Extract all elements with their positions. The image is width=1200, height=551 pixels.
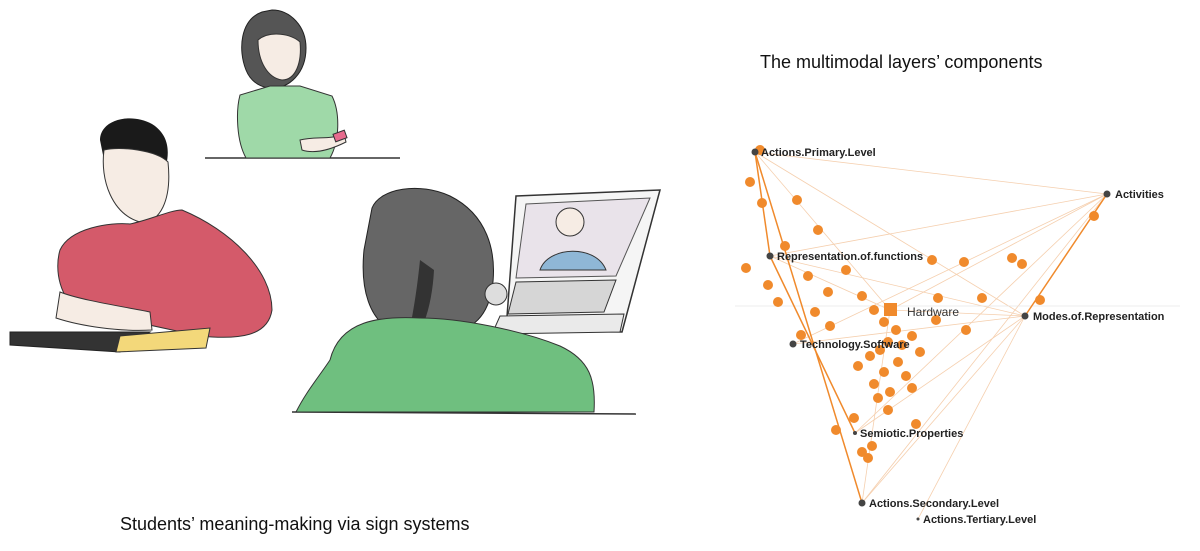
boy-with-tablet-illustration: [9, 118, 273, 353]
network-node-technology-software: Technology.Software: [789, 339, 910, 351]
node-label-actions-tertiary: Actions.Tertiary.Level: [923, 514, 1036, 526]
network-title: The multimodal layers’ components: [760, 52, 1043, 72]
girl-with-phone-illustration: [205, 9, 400, 159]
network-node-semiotic-properties: Semiotic.Properties: [853, 428, 963, 440]
network-node-modes-representation: Modes.of.Representation: [1021, 311, 1165, 323]
node-label-actions-secondary: Actions.Secondary.Level: [869, 498, 999, 510]
network-diagram: Hardware Actions.Primary.Level Activitie…: [735, 145, 1180, 526]
illustration-caption: Students’ meaning-making via sign system…: [120, 514, 470, 534]
node-label-representation-functions: Representation.of.functions: [777, 251, 923, 263]
network-node-activities: Activities: [1103, 189, 1164, 201]
network-node-actions-primary: Actions.Primary.Level: [751, 147, 876, 159]
network-background-edges: [735, 151, 1180, 520]
network-center-label: Hardware: [907, 305, 959, 319]
network-node-representation-functions: Representation.of.functions: [766, 251, 923, 263]
node-label-actions-primary: Actions.Primary.Level: [761, 147, 876, 159]
node-label-semiotic-properties: Semiotic.Properties: [860, 428, 963, 440]
network-node-actions-tertiary: Actions.Tertiary.Level: [916, 514, 1036, 526]
network-data-points: [741, 145, 1099, 463]
node-label-modes-representation: Modes.of.Representation: [1033, 311, 1165, 323]
node-label-activities: Activities: [1115, 189, 1164, 201]
child-at-laptop-illustration: [291, 187, 661, 415]
node-label-technology-software: Technology.Software: [800, 339, 910, 351]
network-node-actions-secondary: Actions.Secondary.Level: [858, 498, 999, 510]
